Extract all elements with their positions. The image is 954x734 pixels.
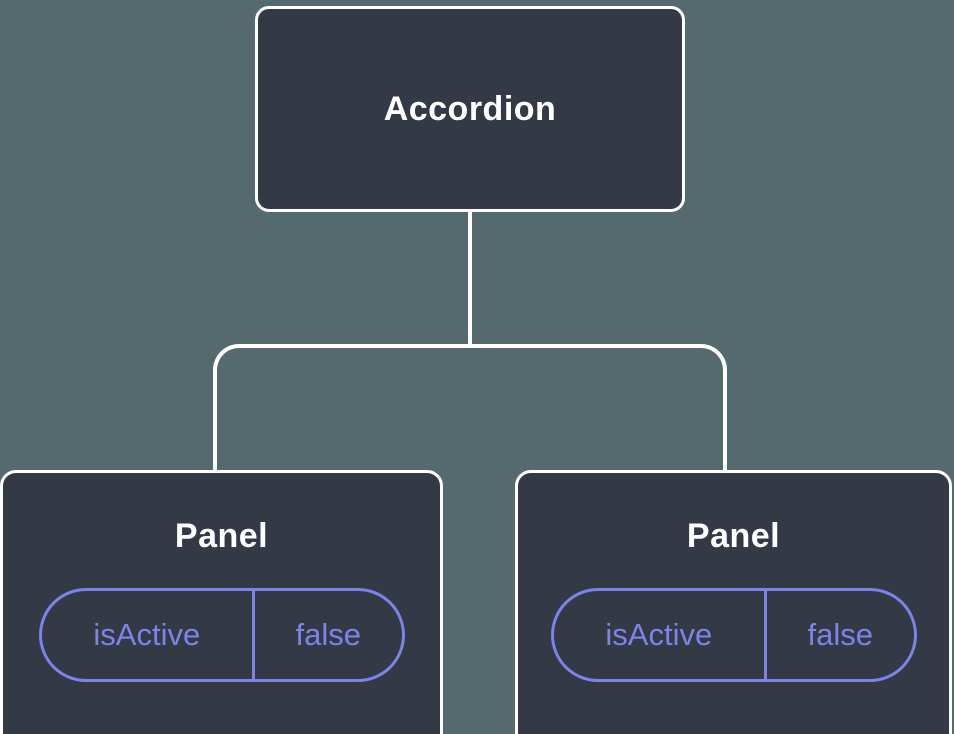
accordion-node: Accordion [255, 6, 685, 212]
panel-node-right: Panel isActive false [515, 470, 952, 734]
panel-node-left: Panel isActive false [0, 470, 443, 734]
connector-bracket [213, 344, 727, 472]
state-key: isActive [605, 617, 713, 652]
panel-node-label: Panel [686, 517, 781, 555]
state-value: false [764, 591, 913, 679]
state-pill: isActive false [550, 588, 917, 682]
state-value: false [252, 591, 401, 679]
panel-node-label: Panel [174, 517, 269, 555]
state-key: isActive [93, 617, 201, 652]
state-pill: isActive false [38, 588, 405, 682]
connector-stem [468, 210, 472, 348]
accordion-node-label: Accordion [383, 89, 557, 128]
